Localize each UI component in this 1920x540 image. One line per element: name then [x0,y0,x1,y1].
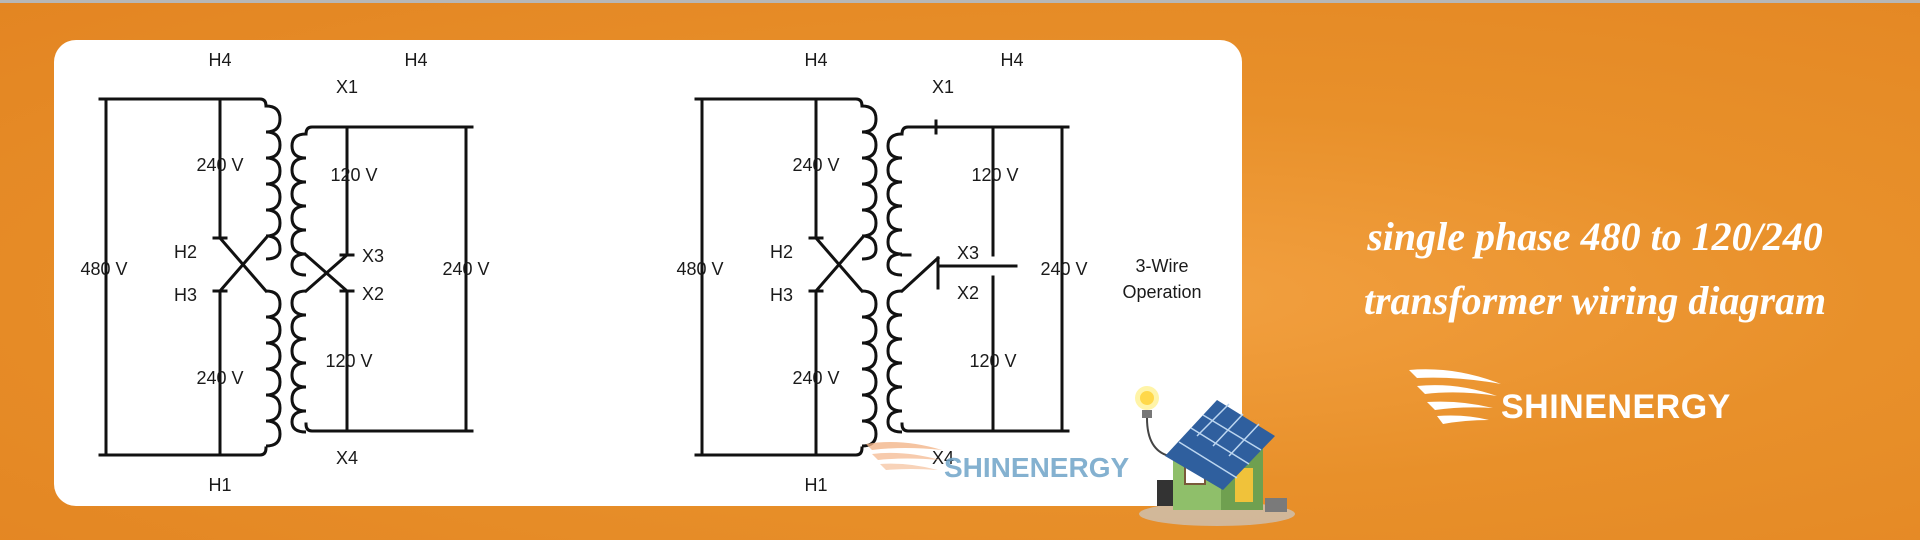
right-note-line1: 3-Wire [1136,256,1189,276]
diagram-card: H4 H4 X1 240 V 120 V 480 V H2 H3 X3 X2 2… [54,40,1242,506]
watermark-logo: SHINENERGY [862,430,1162,490]
left-label-120v-bottom: 120 V [325,351,372,371]
left-label-480v: 480 V [80,259,127,279]
right-primary-coil-lower [861,289,878,448]
left-label-h3: H3 [174,285,197,305]
left-primary-coil-upper [265,104,282,261]
left-label-240v-top: 240 V [196,155,243,175]
page-title: single phase 480 to 120/240 transformer … [1290,205,1900,333]
right-diagram: H4 H4 X1 240 V 120 V 480 V H2 H3 X3 X2 2… [676,50,1201,495]
left-diagram: H4 H4 X1 240 V 120 V 480 V H2 H3 X3 X2 2… [80,50,489,495]
right-label-480v: 480 V [676,259,723,279]
watermark-brand-name: SHINENERGY [944,452,1130,483]
left-label-x2: X2 [362,284,384,304]
solar-house-icon [1135,386,1295,526]
left-label-120v-top: 120 V [330,165,377,185]
right-h2-h3-cross-2 [813,235,865,294]
left-x3-x2-cross-2 [303,252,350,294]
brand-wing-icon [1409,369,1501,424]
left-primary-outer-wire [104,97,222,457]
left-label-x4: X4 [336,448,358,468]
left-label-h2: H2 [174,242,197,262]
left-label-h4-secondary: H4 [404,50,427,70]
title-line-2: transformer wiring diagram [1363,278,1827,323]
left-secondary-coil-lower [290,289,307,434]
right-secondary-coil-lower [886,289,903,434]
left-label-240v-bottom: 240 V [196,368,243,388]
top-border-line [0,0,1920,3]
right-label-240v-bottom: 240 V [792,368,839,388]
left-label-x3: X3 [362,246,384,266]
left-label-h4-primary: H4 [208,50,231,70]
right-label-x1: X1 [932,77,954,97]
title-line-1: single phase 480 to 120/240 [1367,214,1823,259]
right-label-x4: X4 [932,448,954,468]
right-note-line2: Operation [1122,282,1201,302]
brand-logo: SHINENERGY [1405,362,1805,432]
right-label-h2: H2 [770,242,793,262]
right-label-h3: H3 [770,285,793,305]
right-label-240v-right: 240 V [1040,259,1087,279]
left-primary-coil-lower [265,289,282,448]
wiring-diagram-svg: H4 H4 X1 240 V 120 V 480 V H2 H3 X3 X2 2… [80,50,1201,495]
right-label-120v-top: 120 V [971,165,1018,185]
left-h2-h3-cross-2 [217,235,269,294]
right-x3-x2-link-1 [899,255,941,294]
left-secondary-coil-upper [290,132,307,277]
right-label-240v-top: 240 V [792,155,839,175]
left-label-x1: X1 [336,77,358,97]
right-label-120v-bottom: 120 V [969,351,1016,371]
right-primary-outer-wire [700,97,818,457]
watermark-wing-icon [866,442,942,470]
right-label-h4-secondary: H4 [1000,50,1023,70]
right-label-h4-primary: H4 [804,50,827,70]
right-primary-coil-upper [861,104,878,261]
left-label-h1: H1 [208,475,231,495]
right-label-x2: X2 [957,283,979,303]
brand-name: SHINENERGY [1501,388,1731,426]
right-label-h1: H1 [804,475,827,495]
right-label-x3: X3 [957,243,979,263]
left-label-240v-right: 240 V [442,259,489,279]
right-secondary-coil-upper [886,132,903,277]
